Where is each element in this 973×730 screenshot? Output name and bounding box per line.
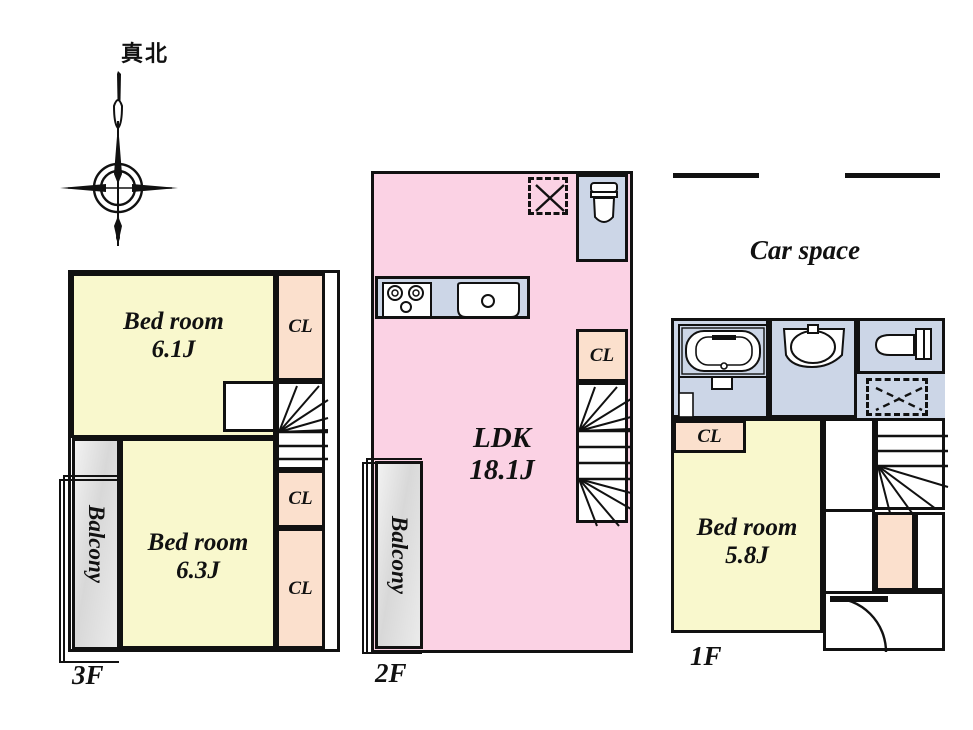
compass-north-flag	[112, 99, 124, 130]
1f-entrance	[823, 591, 945, 653]
1f-storage-hatch-icon	[866, 378, 928, 416]
sink-icon	[457, 282, 520, 318]
3f-stair-winders	[278, 385, 329, 433]
compass-rose: 真北	[60, 36, 230, 256]
3f-closet-bottom: CL	[276, 528, 325, 649]
1f-closet-label: CL	[697, 425, 722, 447]
1f-washroom	[769, 318, 857, 418]
stove-icon	[382, 282, 432, 318]
car-space-line-left	[673, 173, 759, 178]
3f-stair-treads	[279, 430, 328, 461]
compass-label: 真北	[120, 42, 169, 67]
2f-closet: CL	[576, 329, 628, 382]
1f-toilet-room	[857, 318, 945, 374]
1f-stairs[interactable]	[875, 418, 949, 514]
3f-bedroom-63-label: Bed room 6.3J	[147, 529, 249, 584]
bath-floor-area	[678, 376, 768, 418]
1f-bathroom	[671, 318, 769, 418]
toilet-icon	[874, 328, 932, 360]
2f-stair-treads	[579, 429, 631, 481]
2f-balcony-rail-outer	[362, 462, 422, 654]
1f-closet: CL	[673, 420, 746, 453]
3f-floor-tag: 3F	[72, 660, 104, 690]
2f-storage-hatch-icon	[528, 177, 568, 215]
compass-inner-ring	[99, 169, 137, 207]
3f-closet-bottom-label: CL	[288, 577, 313, 599]
2f-toilet-icon	[590, 182, 618, 223]
1f-bedroom-58-label: Bed room 5.8J	[696, 514, 798, 569]
3f-hall	[223, 381, 276, 432]
1f-floor-tag: 1F	[690, 641, 722, 671]
car-space: Car space	[670, 170, 960, 280]
3f-stairs[interactable]	[276, 381, 329, 470]
3f-closet-top: CL	[276, 273, 325, 381]
1f-hallway-divider	[823, 509, 875, 512]
1f-storage-zone	[857, 374, 945, 418]
1f-understair-void	[915, 512, 945, 591]
washbasin-icon	[782, 324, 846, 369]
3f-closet-mid: CL	[276, 470, 325, 528]
3f-bedroom-61-label: Bed room 6.1J	[123, 308, 224, 363]
compass-upper-spike	[114, 124, 122, 184]
1f-understair-closet	[875, 512, 915, 591]
car-space-line-right	[845, 173, 940, 178]
1f-stair-treads	[878, 434, 948, 468]
2f-balcony: Balcony	[375, 461, 423, 649]
bathtub-icon	[678, 324, 768, 378]
1f-stair-winders	[877, 465, 949, 514]
2f-kitchen-counter	[375, 276, 530, 319]
3f-closet-top-label: CL	[288, 316, 313, 337]
3f-balcony-rail-outer	[59, 479, 119, 663]
3f-bedroom-63: Bed room 6.3J	[120, 438, 276, 649]
compass-south-tail	[116, 196, 120, 244]
2f-stair-winders-lower	[578, 478, 632, 527]
floor-plan-3f: Bed room 6.1J CL Bed	[59, 270, 340, 690]
2f-toilet-room	[576, 174, 628, 262]
floor-plan-2f: LDK 18.1J	[362, 171, 633, 688]
compass-outer-ring	[92, 162, 144, 214]
3f-closet-mid-label: CL	[288, 488, 313, 509]
2f-stairs[interactable]	[576, 382, 632, 527]
entrance-door-icon[interactable]	[830, 596, 888, 653]
2f-closet-label: CL	[589, 344, 615, 366]
floor-plan-1f: Bed room 5.8J CL	[668, 316, 949, 671]
2f-floor-tag: 2F	[375, 658, 407, 688]
2f-stair-winders-upper	[578, 386, 632, 432]
3f-balcony: Balcony	[72, 438, 120, 650]
car-space-label: Car space	[749, 235, 861, 265]
